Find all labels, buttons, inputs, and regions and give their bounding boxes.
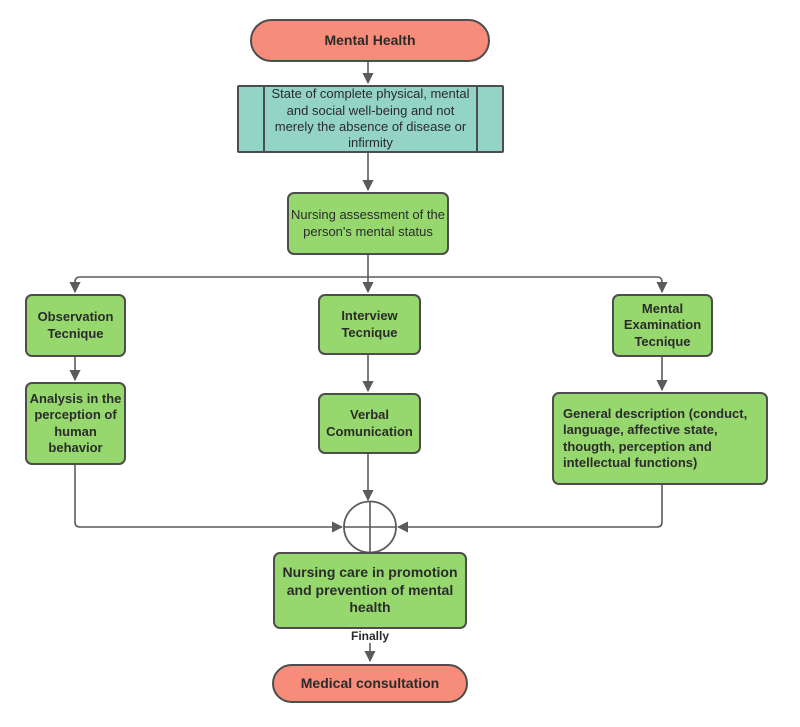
node-medical-consultation: Medical consultation [272, 664, 468, 703]
node-interview-technique: Interview Tecnique [318, 294, 421, 355]
node-analysis-perception-label: Analysis in the perception of human beha… [29, 390, 122, 455]
node-verbal-communication: Verbal Comunication [318, 393, 421, 454]
arrow-split-to-observation [69, 276, 368, 294]
node-mental-examination-technique: Mental Examination Tecnique [612, 294, 713, 357]
node-who-definition-label: State of complete physical, mental and s… [271, 86, 470, 151]
summing-junction [343, 500, 397, 554]
predefined-process-right-bar-icon [476, 87, 478, 151]
node-general-description: General description (conduct, language, … [552, 392, 768, 485]
node-observation-technique-label: Observation Tecnique [37, 309, 114, 341]
node-nursing-care-label: Nursing care in promotion and prevention… [282, 564, 458, 616]
node-observation-technique: Observation Tecnique [25, 294, 126, 357]
node-mental-health-label: Mental Health [324, 31, 416, 48]
node-who-definition: State of complete physical, mental and s… [237, 85, 504, 153]
node-verbal-communication-label: Verbal Comunication [326, 407, 413, 439]
node-nursing-assessment-label: Nursing assessment of the person's menta… [291, 207, 445, 239]
node-general-description-label: General description (conduct, language, … [563, 405, 748, 470]
arrow-split-to-mentalexam [368, 276, 668, 294]
node-nursing-care: Nursing care in promotion and prevention… [273, 552, 467, 629]
node-analysis-perception: Analysis in the perception of human beha… [25, 382, 126, 465]
node-mental-examination-technique-label: Mental Examination Tecnique [623, 300, 702, 349]
arrow-analysis-to-junction [74, 465, 344, 533]
node-medical-consultation-label: Medical consultation [300, 674, 440, 691]
arrow-general-to-junction [396, 485, 663, 533]
edge-label-finally: Finally [330, 629, 410, 643]
edge-label-finally-text: Finally [347, 629, 392, 643]
node-interview-technique-label: Interview Tecnique [341, 308, 398, 340]
node-nursing-assessment: Nursing assessment of the person's menta… [287, 192, 449, 255]
node-mental-health: Mental Health [250, 19, 490, 62]
predefined-process-left-bar-icon [263, 87, 265, 151]
